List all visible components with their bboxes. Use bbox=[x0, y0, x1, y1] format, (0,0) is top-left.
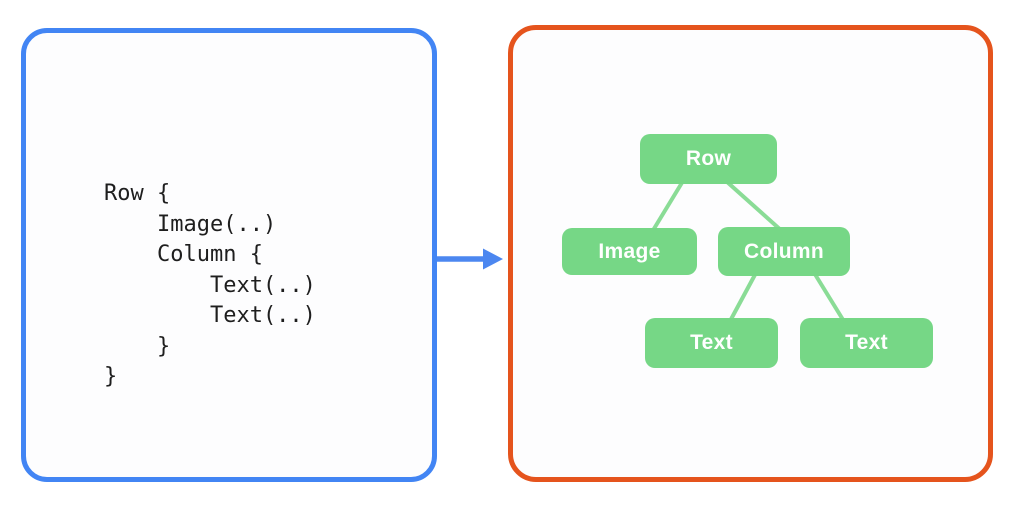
code-panel bbox=[21, 28, 437, 482]
tree-edge-row-column bbox=[724, 179, 785, 234]
tree-node-column: Column bbox=[718, 227, 850, 276]
tree-edge-column-text2 bbox=[811, 269, 847, 325]
tree-node-text-first: Text bbox=[645, 318, 778, 368]
tree-node-text-second: Text bbox=[800, 318, 933, 368]
tree-edge-row-image bbox=[650, 179, 685, 234]
right-arrow-icon bbox=[437, 248, 503, 270]
tree-node-image: Image bbox=[562, 228, 697, 275]
tree-edge-column-text1 bbox=[727, 270, 759, 324]
declarative-ui-code: Row { Image(..) Column { Text(..) Text(.… bbox=[104, 181, 316, 389]
tree-node-row: Row bbox=[640, 134, 777, 184]
